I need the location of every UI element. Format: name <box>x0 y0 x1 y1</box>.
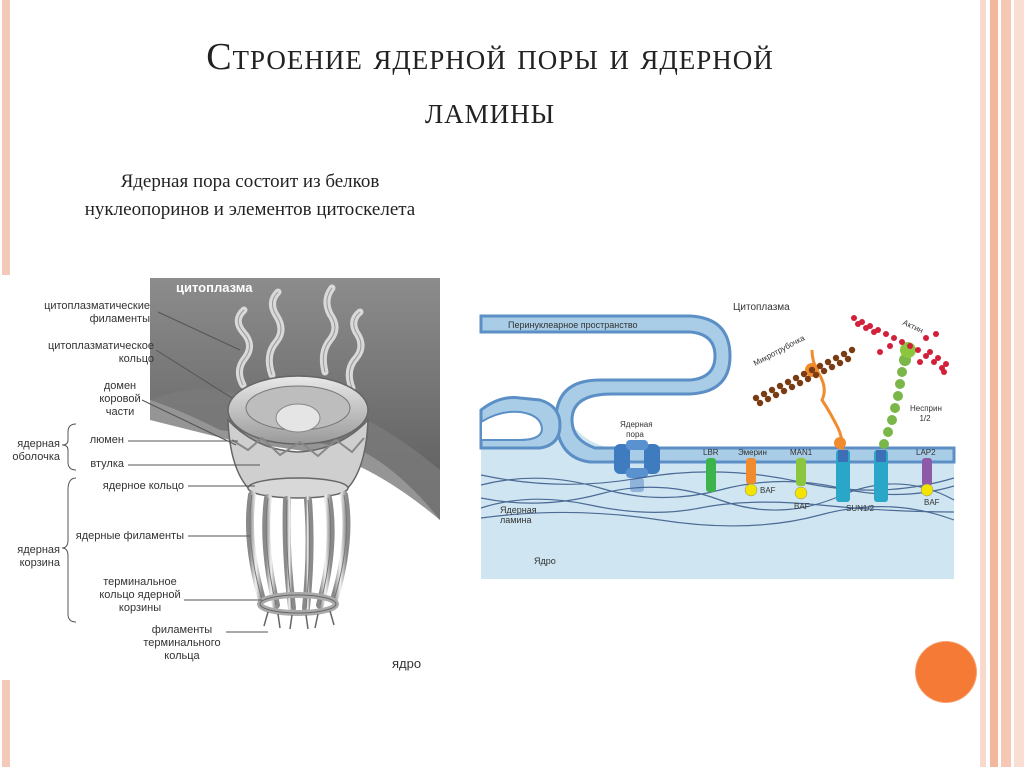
label-core-l3: части <box>105 406 135 418</box>
label-nuclear-basket: ядерная корзина <box>8 544 60 570</box>
label-core-l1: домен <box>103 380 137 392</box>
label-lamina-l2: ламина <box>500 515 532 525</box>
label-core-domain: домен коровой части <box>94 380 146 419</box>
title-line-2: ламины <box>424 90 556 132</box>
label-cyt-ring-l1: цитоплазматическое <box>47 340 154 352</box>
label-nucleus-right: Ядро <box>534 556 556 566</box>
label-perinuclear: Перинуклеарное пространство <box>508 320 638 330</box>
frame-accent-left-bottom <box>2 680 10 767</box>
label-terminal-fil-l1: филаменты <box>151 624 213 636</box>
label-cyt-filaments-l2: филаменты <box>89 313 150 325</box>
slide-title: Строение ядерной поры и ядерной ламины <box>100 30 880 138</box>
label-cytoplasm: цитоплазма <box>176 280 253 295</box>
label-cytoplasm-right: Цитоплазма <box>733 302 790 313</box>
label-nucleus-left: ядро <box>392 656 422 671</box>
title-line-1: Строение ядерной поры и ядерной <box>206 36 774 78</box>
label-lbr: LBR <box>703 448 719 457</box>
label-man1: MAN1 <box>790 448 813 457</box>
label-lap2: LAP2 <box>916 448 936 457</box>
label-nesprin: Несприн 1/2 <box>910 404 942 424</box>
label-cyt-ring-l2: кольцо <box>118 353 154 365</box>
label-terminal-ring-l2: кольцо ядерной <box>99 589 181 601</box>
label-envelope-l2: оболочка <box>12 451 60 463</box>
slide-subtitle: Ядерная пора состоит из белков нуклеопор… <box>15 168 485 224</box>
label-terminal-filaments: филаменты терминального кольца <box>140 624 224 663</box>
frame-stripes-right <box>980 0 1024 767</box>
label-baf-3: BAF <box>924 498 940 507</box>
subtitle-line-2: нуклеопоринов и элементов цитоскелета <box>84 199 416 220</box>
label-sun: SUN1/2 <box>846 504 875 513</box>
label-cytoplasmic-filaments: цитоплазматические филаменты <box>20 300 150 326</box>
label-nesprin-l2: 1/2 <box>919 414 931 423</box>
label-baf-2: BAF <box>794 502 810 511</box>
label-cytoplasmic-ring: цитоплазматическое кольцо <box>10 340 154 366</box>
label-basket-l1: ядерная <box>17 544 60 556</box>
frame-accent-left <box>2 0 10 275</box>
label-nuclear-pore-right: Ядерная пора <box>620 420 653 440</box>
label-nuclear-filaments: ядерные филаменты <box>75 530 184 542</box>
label-baf-1: BAF <box>760 486 776 495</box>
label-nesprin-l1: Несприн <box>910 404 942 413</box>
label-nuclear-ring: ядерное кольцо <box>102 480 184 492</box>
label-emerin: Эмерин <box>738 448 767 457</box>
label-plug: втулка <box>90 458 124 470</box>
label-pore-l2: пора <box>626 430 644 439</box>
subtitle-line-1: Ядерная пора состоит из белков <box>120 171 380 192</box>
label-terminal-ring-l3: корзины <box>118 602 162 614</box>
label-terminal-fil-l3: кольца <box>164 650 200 662</box>
label-lamina: Ядерная ламина <box>500 505 537 525</box>
label-terminal-ring-l1: терминальное <box>103 576 177 588</box>
right-nuclear-pore <box>614 440 660 492</box>
decorative-orange-circle <box>916 642 976 702</box>
label-pore-l1: Ядерная <box>620 420 653 429</box>
label-lamina-l1: Ядерная <box>500 505 537 515</box>
label-lumen: люмен <box>89 434 124 446</box>
label-core-l2: коровой <box>99 393 141 405</box>
label-basket-l2: корзина <box>19 557 60 569</box>
label-cyt-filaments-l1: цитоплазматические <box>44 300 150 312</box>
label-envelope-l1: ядерная <box>17 438 60 450</box>
label-terminal-ring: терминальное кольцо ядерной корзины <box>96 576 184 615</box>
label-nuclear-envelope: ядерная оболочка <box>8 438 60 464</box>
label-terminal-fil-l2: терминального <box>143 637 221 649</box>
